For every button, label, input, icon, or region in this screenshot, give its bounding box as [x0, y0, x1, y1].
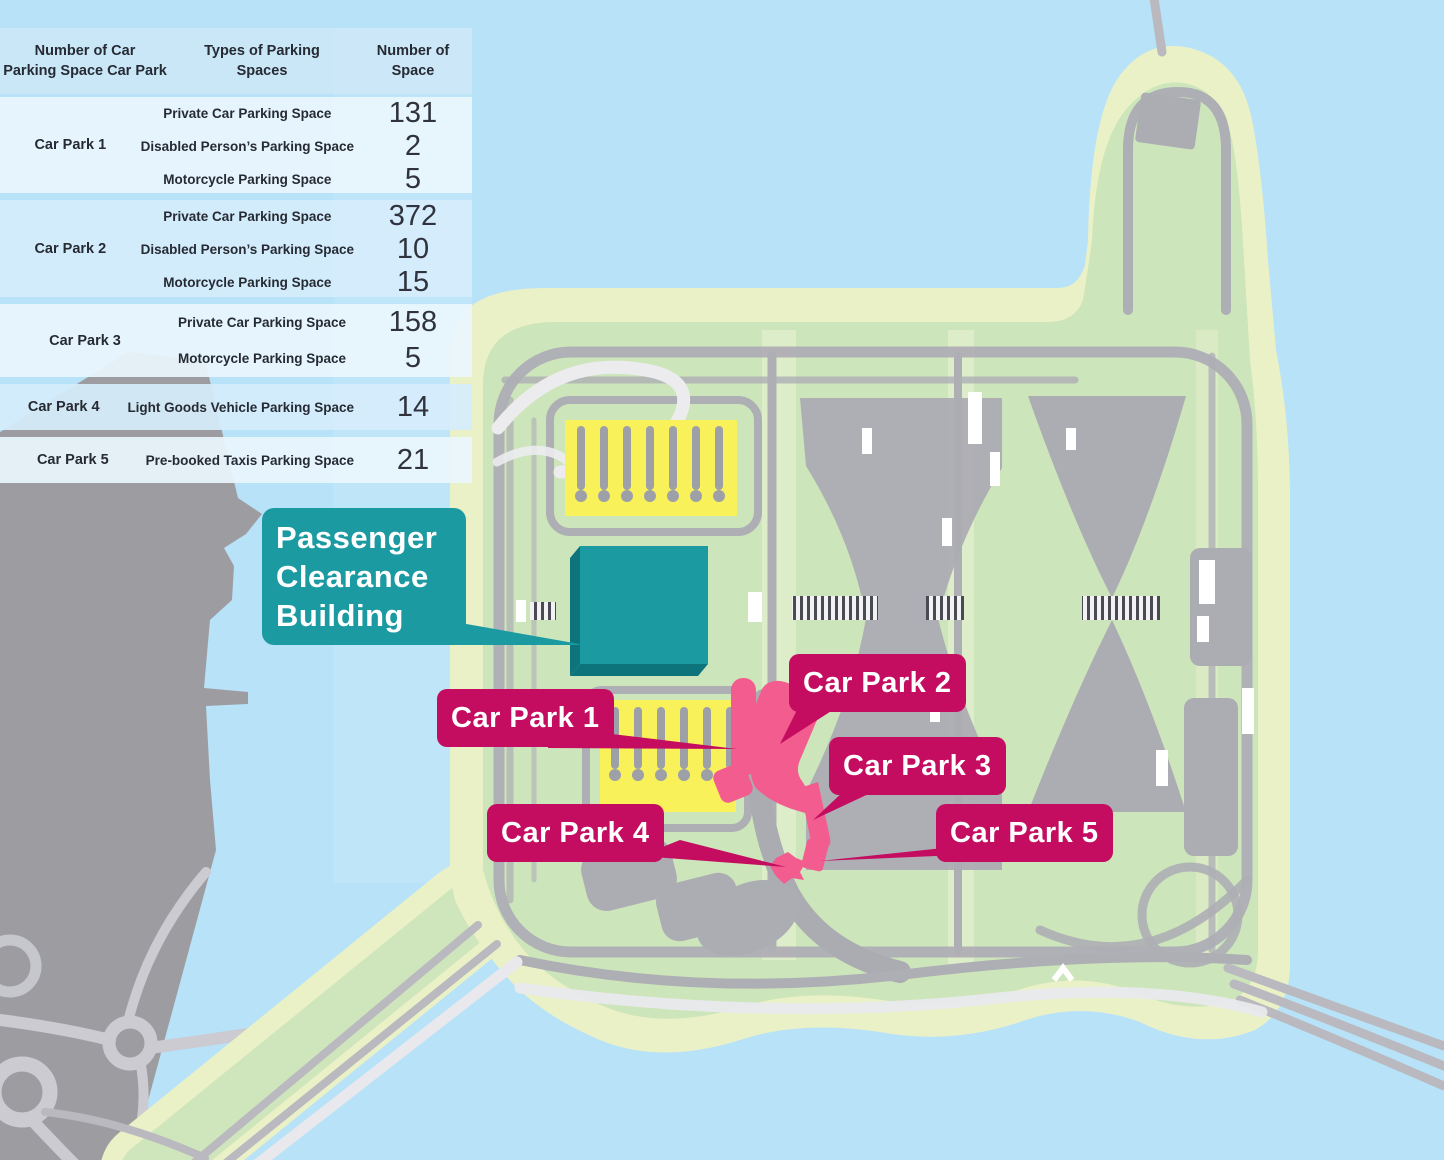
car-park-5-zone — [801, 838, 829, 872]
space-type-cell: Motorcycle Parking Space — [163, 172, 332, 187]
space-type-cell: Private Car Parking Space — [163, 209, 332, 224]
header-line: Number of — [376, 43, 450, 59]
space-count-cell: 15 — [396, 266, 430, 298]
table-row-car-park-3: Car Park 3 Private Car Parking Space 158… — [0, 304, 472, 377]
space-count-cell: 14 — [396, 390, 430, 423]
table-row-car-park-5: Car Park 5 Pre-booked Taxis Parking Spac… — [0, 437, 472, 483]
space-type-cell: Light Goods Vehicle Parking Space — [127, 399, 354, 415]
car-park-name: Car Park 3 — [49, 332, 121, 349]
space-type-cell: Disabled Person’s Parking Space — [140, 139, 354, 154]
space-count-cell: 372 — [388, 200, 438, 232]
space-type-cell: Disabled Person’s Parking Space — [140, 242, 354, 257]
mainland — [0, 352, 262, 1160]
car-park-name: Car Park 1 — [34, 137, 107, 153]
car-park-5-label: Car Park 5 — [936, 804, 1113, 862]
booth-strips — [516, 592, 1160, 622]
space-count-cell: 131 — [388, 97, 438, 129]
table-row: Motorcycle Parking Space 5 — [141, 163, 472, 196]
car-park-4-label: Car Park 4 — [487, 804, 664, 862]
table-header-cell: Number of Car Parking Space Car Park — [0, 28, 170, 94]
clearance-building — [570, 546, 708, 676]
space-type-cell: Motorcycle Parking Space — [163, 275, 332, 290]
car-park-name: Car Park 2 — [34, 240, 107, 257]
table-row-car-park-1: Car Park 1 Private Car Parking Space 131… — [0, 97, 472, 196]
header-line: Space — [391, 63, 435, 79]
header-line: Spaces — [236, 63, 288, 79]
car-park-name: Car Park 4 — [27, 399, 100, 415]
parking-yellow-areas — [565, 420, 737, 812]
space-type-cell: Private Car Parking Space — [177, 314, 347, 330]
space-count-cell: 10 — [396, 233, 430, 265]
table-header-cell: Number of Space — [354, 28, 472, 94]
car-park-2-label: Car Park 2 — [789, 654, 966, 712]
table-row-car-park-4: Car Park 4 Light Goods Vehicle Parking S… — [0, 384, 472, 430]
header-line: Parking Space Car Park — [3, 63, 167, 79]
link-causeway — [101, 862, 520, 1160]
table-row-car-park-2: Car Park 2 Private Car Parking Space 372… — [0, 200, 472, 299]
space-count-cell: 5 — [404, 163, 422, 195]
table-header-row: Number of Car Parking Space Car Park Typ… — [0, 28, 472, 94]
car-park-name: Car Park 5 — [36, 452, 109, 468]
header-line: Types of Parking — [204, 43, 320, 59]
header-line: Number of Car — [34, 43, 136, 59]
car-park-3-label: Car Park 3 — [829, 737, 1006, 795]
car-park-4-zone — [770, 852, 806, 884]
table-row: Light Goods Vehicle Parking Space 14 — [127, 391, 472, 424]
table-row: Motorcycle Parking Space 15 — [141, 266, 472, 299]
space-count-cell: 2 — [404, 130, 422, 162]
table-row: Private Car Parking Space 372 — [141, 200, 472, 233]
table-row: Disabled Person’s Parking Space 10 — [141, 233, 472, 266]
table-header-cell: Types of Parking Spaces — [170, 28, 354, 94]
passenger-clearance-building-label: Passenger Clearance Building — [262, 508, 466, 645]
space-type-cell: Private Car Parking Space — [163, 106, 332, 121]
table-row: Private Car Parking Space 158 — [170, 306, 472, 339]
car-park-1-label: Car Park 1 — [437, 689, 614, 747]
bridge-roads — [41, 0, 1444, 1160]
table-row: Motorcycle Parking Space 5 — [170, 342, 472, 375]
space-type-cell: Motorcycle Parking Space — [177, 351, 347, 367]
space-count-cell: 21 — [396, 443, 430, 476]
space-count-cell: 158 — [388, 305, 438, 338]
table-row: Pre-booked Taxis Parking Space 21 — [146, 444, 472, 477]
space-type-cell: Pre-booked Taxis Parking Space — [145, 452, 354, 468]
table-row: Disabled Person’s Parking Space 2 — [141, 130, 472, 163]
space-count-cell: 5 — [404, 342, 422, 375]
table-row: Private Car Parking Space 131 — [141, 97, 472, 130]
